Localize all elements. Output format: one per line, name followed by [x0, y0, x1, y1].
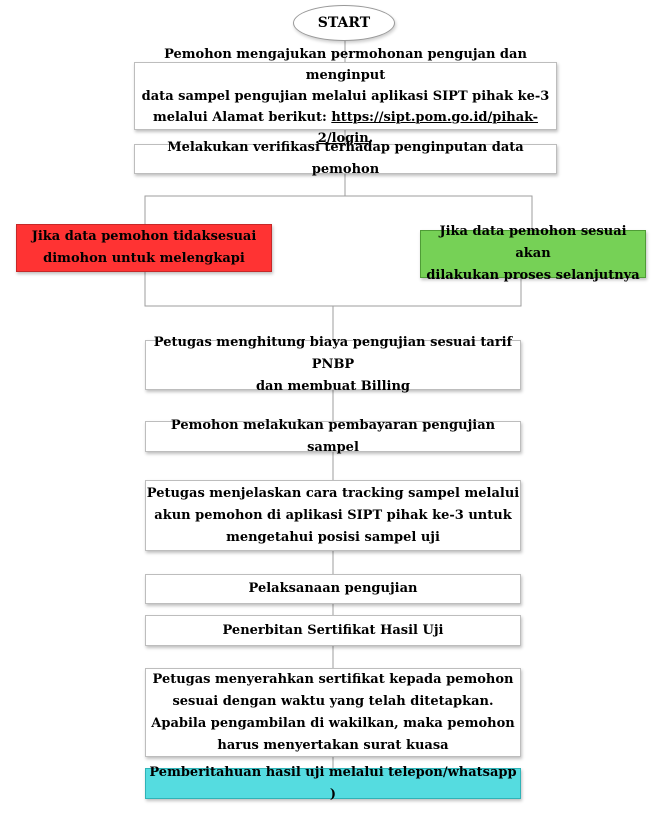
step-tracking-line2: akun pemohon di aplikasi SIPT pihak ke-3… [154, 507, 512, 523]
step-handover-line3: Apabila pengambilan di wakilkan, maka pe… [151, 715, 515, 731]
step-notification-label: Pemberitahuan hasil uji melalui telepon/… [149, 764, 517, 802]
step-handover-line4: harus menyertakan surat kuasa [217, 737, 449, 753]
step-billing-line2: dan membuat Billing [255, 379, 411, 394]
start-node: START [293, 5, 395, 41]
step-verify-input: Melakukan verifikasi terhadap penginputa… [134, 140, 557, 177]
step-handover-line2: sesuai dengan waktu yang telah ditetapka… [172, 693, 494, 709]
step-certificate-label: Penerbitan Sertifikat Hasil Uji [222, 622, 444, 638]
connector-split-bracket [144, 195, 533, 230]
step-billing-line1: Petugas menghitung biaya pengujian sesua… [153, 335, 513, 372]
step-tracking-line1: Petugas menjelaskan cara tracking sampel… [146, 485, 520, 501]
branch-data-incomplete: Jika data pemohon tidaksesuai dimohon un… [16, 224, 272, 272]
step-submit-line1: Pemohon mengajukan permohonan pengujan d… [164, 46, 527, 83]
step-testing: Pelaksanaan pengujian [145, 574, 521, 604]
step-certificate-issuance: Penerbitan Sertifikat Hasil Uji [145, 615, 521, 646]
step-tracking-explanation: Petugas menjelaskan cara tracking sampel… [145, 480, 521, 551]
sipt-login-link[interactable]: https://sipt.pom.go.id/pihak-2/login [317, 109, 539, 146]
step-payment-label: Pemohon melakukan pembayaran pengujian s… [170, 417, 496, 455]
branch-incomplete-line1: Jika data pemohon tidaksesuai [31, 229, 257, 244]
step-payment: Pemohon melakukan pembayaran pengujian s… [145, 418, 521, 455]
address-suffix: . [368, 130, 374, 146]
step-submit-line2: data sampel pengujian melalui aplikasi S… [141, 88, 550, 104]
branch-valid-line2: dilakukan proses selanjutnya [426, 268, 640, 283]
step-result-notification: Pemberitahuan hasil uji melalui telepon/… [145, 765, 521, 802]
step-tracking-line3: mengetahui posisi sampel uji [226, 529, 440, 545]
step-submit-application: Pemohon mengajukan permohonan pengujan d… [134, 47, 557, 146]
step-testing-label: Pelaksanaan pengujian [248, 581, 418, 596]
start-label: START [317, 15, 371, 31]
branch-valid-line1: Jika data pemohon sesuai akan [439, 224, 627, 261]
branch-data-valid: Jika data pemohon sesuai akan dilakukan … [420, 224, 646, 283]
step-handover-line1: Petugas menyerahkan sertifikat kepada pe… [152, 671, 514, 687]
branch-incomplete-line2: dimohon untuk melengkapi [43, 251, 245, 266]
address-prefix: melalui Alamat berikut: [152, 109, 332, 125]
step-certificate-handover: Petugas menyerahkan sertifikat kepada pe… [145, 668, 521, 757]
step-submit-line3: melalui Alamat berikut: https://sipt.pom… [135, 107, 556, 149]
step-calculate-billing: Petugas menghitung biaya pengujian sesua… [145, 335, 521, 394]
step-verify-label: Melakukan verifikasi terhadap penginputa… [167, 140, 524, 177]
